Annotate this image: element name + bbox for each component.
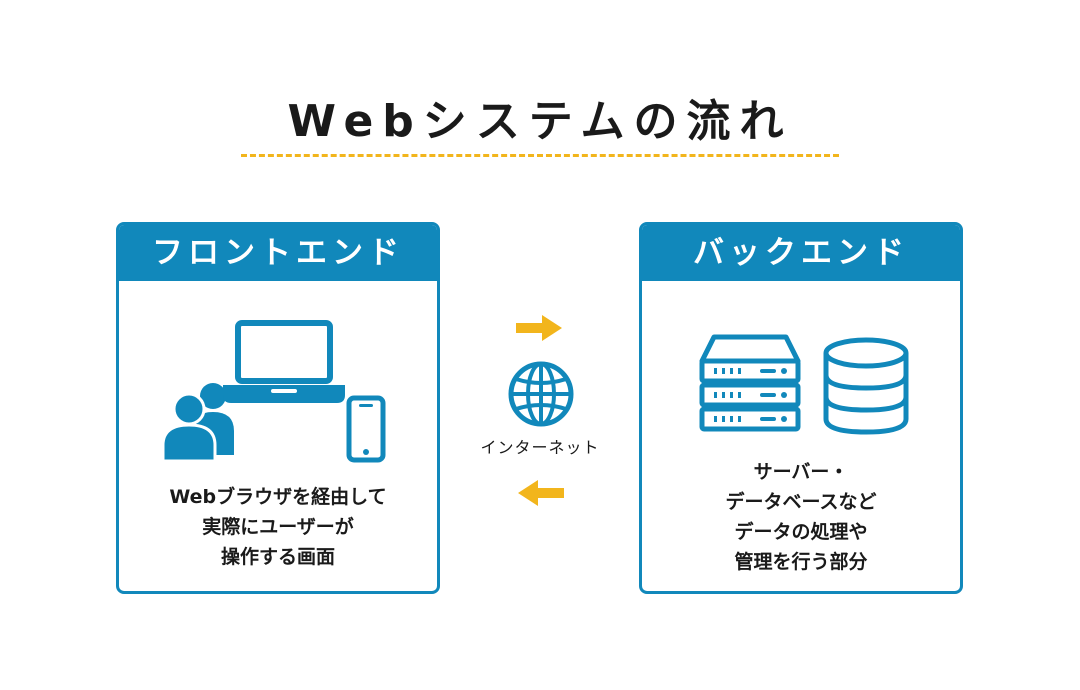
frontend-description: Webブラウザを経由して 実際にユーザーが 操作する画面	[119, 482, 437, 572]
smartphone-icon	[346, 395, 386, 463]
backend-panel: バックエンド サーバー・ データベースなど データの処理や 管理を行う部分	[639, 222, 963, 594]
database-icon	[823, 337, 909, 435]
title-underline	[241, 154, 839, 157]
backend-description-line: サーバー・	[753, 461, 849, 483]
backend-description: サーバー・ データベースなど データの処理や 管理を行う部分	[642, 457, 960, 577]
backend-description-line: 管理を行う部分	[734, 551, 868, 573]
server-icon	[699, 334, 801, 432]
internet-label: インターネット	[480, 438, 600, 457]
frontend-panel: フロントエンド Webブラウザを経由して 実際にユーザーが 操作する画面	[116, 222, 440, 594]
frontend-description-line: 実際にユーザーが	[202, 516, 354, 538]
users-icon	[161, 383, 234, 463]
diagram-title: Webシステムの流れ	[287, 96, 793, 147]
frontend-description-line: 操作する画面	[220, 546, 335, 568]
backend-description-line: データの処理や	[734, 521, 868, 543]
backend-description-line: データベースなど	[725, 491, 877, 513]
frontend-description-line: Webブラウザを経由して	[169, 486, 387, 508]
laptop-icon	[223, 320, 345, 403]
arrow-left-icon	[518, 480, 564, 506]
backend-heading: バックエンド	[642, 225, 960, 281]
frontend-heading: フロントエンド	[119, 225, 437, 281]
arrow-right-icon	[516, 315, 562, 341]
globe-icon	[508, 361, 574, 427]
